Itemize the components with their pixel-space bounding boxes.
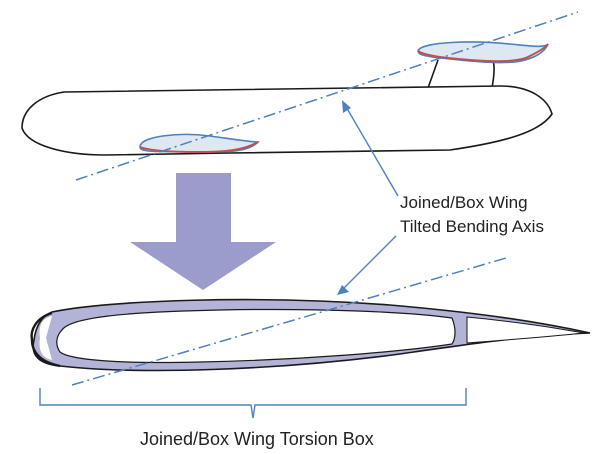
upper-airfoil-lower-surface <box>417 43 549 63</box>
fuselage-outline <box>21 85 553 156</box>
down-arrow <box>130 173 276 290</box>
bending-axis-label-line2: Tilted Bending Axis <box>400 217 544 236</box>
aircraft-side-view <box>21 11 579 181</box>
torsion-box-label: Joined/Box Wing Torsion Box <box>140 429 374 449</box>
wing-cross-section <box>30 257 591 386</box>
trailing-edge-cell <box>466 316 585 344</box>
callout-arrowhead-top <box>342 100 351 113</box>
tilted-bending-axis-bottom <box>71 257 507 386</box>
tail-strut-front <box>427 59 439 89</box>
torsion-box-bracket <box>39 388 467 419</box>
callout-line-to-bottom-axis <box>341 235 397 291</box>
tail-strut-rear <box>491 59 495 89</box>
tilted-bending-axis-top <box>75 11 579 181</box>
torsion-box-interior <box>56 308 456 364</box>
callout-line-to-top-axis <box>344 104 399 197</box>
leading-edge-cell <box>39 316 52 360</box>
bending-axis-label-line1: Joined/Box Wing <box>400 193 528 212</box>
callout-arrowhead-bottom <box>337 285 349 295</box>
leading-edge-outline <box>30 311 61 368</box>
lower-airfoil-section <box>139 133 260 153</box>
callout-arrows <box>337 100 399 295</box>
lower-airfoil-lower-surface <box>139 141 259 154</box>
